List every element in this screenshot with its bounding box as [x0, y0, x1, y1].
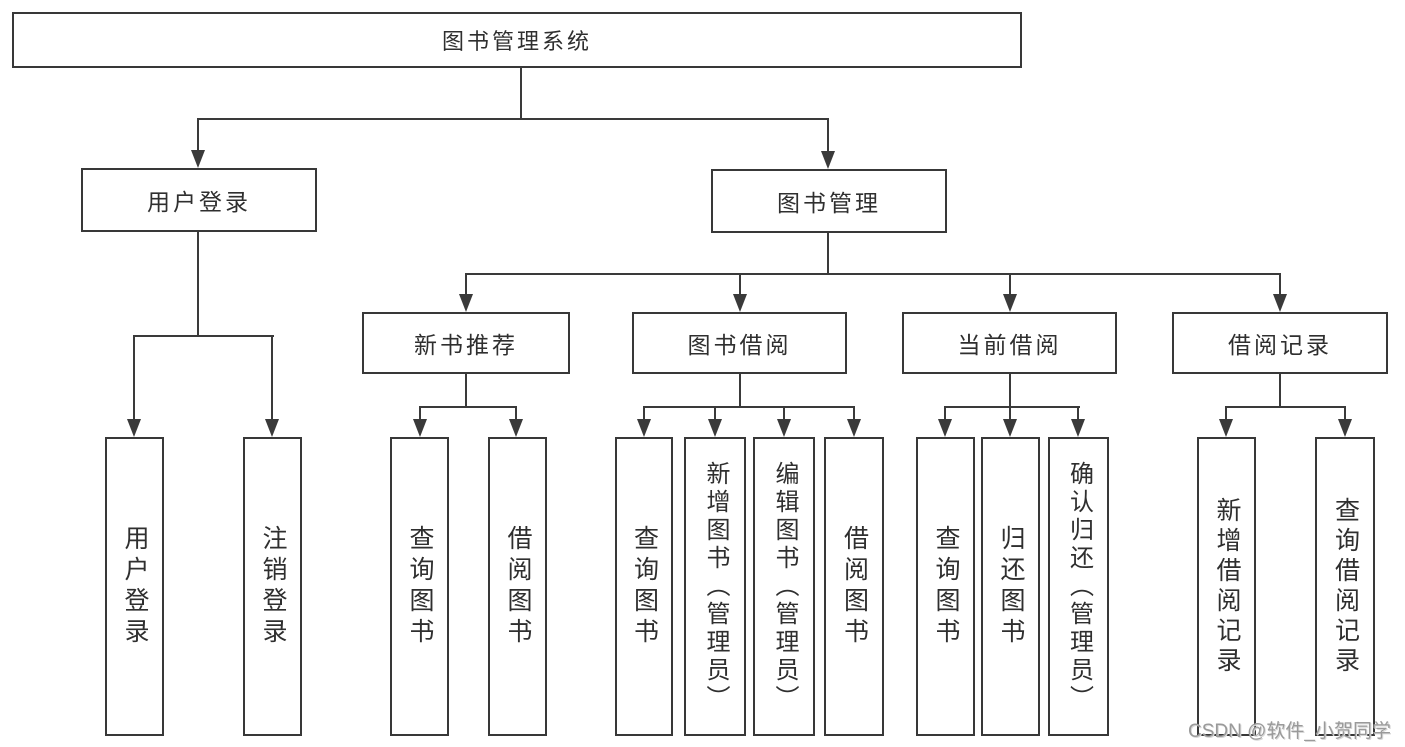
connector	[133, 335, 135, 423]
node-label: 查询图书	[406, 524, 434, 649]
node-book-management: 图书管理	[711, 169, 947, 233]
arrowhead-down-icon	[1071, 419, 1085, 437]
connector	[853, 406, 855, 423]
connector	[1009, 273, 1011, 298]
node-label: 图书管理系统	[441, 29, 592, 54]
leaf-return-books: 归还图书	[981, 437, 1040, 736]
node-label: 编辑图书（管理员）	[771, 460, 798, 713]
node-label: 注销登录	[259, 524, 287, 649]
node-book-borrow: 图书借阅	[632, 312, 847, 374]
arrowhead-down-icon	[265, 419, 279, 437]
leaf-add-books-admin: 新增图书（管理员）	[684, 437, 746, 736]
connector	[827, 118, 829, 155]
node-new-book-recommend: 新书推荐	[362, 312, 570, 374]
node-label: 查询借阅记录	[1331, 496, 1360, 677]
node-user-login: 用户登录	[81, 168, 317, 232]
leaf-borrow-books-recommend: 借阅图书	[488, 437, 547, 736]
arrowhead-down-icon	[777, 419, 791, 437]
arrowhead-down-icon	[1219, 419, 1233, 437]
leaf-query-borrow-record: 查询借阅记录	[1315, 437, 1375, 736]
connector	[197, 118, 199, 154]
node-label: 归还图书	[997, 524, 1025, 649]
connector	[739, 374, 741, 408]
connector	[465, 374, 467, 408]
leaf-borrow-books: 借阅图书	[824, 437, 884, 736]
node-label: 确认归还（管理员）	[1065, 460, 1093, 713]
arrowhead-down-icon	[733, 294, 747, 312]
node-label: 借阅图书	[840, 524, 869, 649]
arrowhead-down-icon	[847, 419, 861, 437]
leaf-query-books-current: 查询图书	[916, 437, 975, 736]
node-label: 新书推荐	[414, 332, 518, 358]
arrowhead-down-icon	[127, 419, 141, 437]
connector	[520, 67, 522, 120]
connector	[739, 273, 741, 298]
connector	[465, 273, 467, 298]
node-label: 新增图书（管理员）	[702, 460, 729, 713]
node-borrow-records: 借阅记录	[1172, 312, 1388, 374]
leaf-add-borrow-record: 新增借阅记录	[1197, 437, 1256, 736]
csdn-watermark: CSDN @软件_小贺同学	[1188, 721, 1391, 742]
connector	[197, 118, 829, 120]
leaf-logout: 注销登录	[243, 437, 302, 736]
arrowhead-down-icon	[708, 419, 722, 437]
connector	[1225, 406, 1227, 423]
arrowhead-down-icon	[413, 419, 427, 437]
connector	[1077, 406, 1079, 423]
leaf-user-login: 用户登录	[105, 437, 164, 736]
connector	[1009, 374, 1011, 408]
leaf-query-books-recommend: 查询图书	[390, 437, 449, 736]
connector	[1344, 406, 1346, 423]
connector	[197, 232, 199, 337]
arrowhead-down-icon	[1338, 419, 1352, 437]
connector	[1225, 406, 1346, 408]
arrowhead-down-icon	[1003, 419, 1017, 437]
node-label: 新增借阅记录	[1213, 496, 1241, 677]
arrowhead-down-icon	[191, 150, 205, 168]
connector	[1009, 406, 1011, 423]
connector	[643, 406, 645, 423]
connector	[419, 406, 421, 423]
arrowhead-down-icon	[1273, 294, 1287, 312]
node-label: 查询图书	[630, 524, 659, 649]
node-label: 用户登录	[147, 189, 251, 215]
connector	[643, 406, 855, 408]
node-label: 当前借阅	[957, 332, 1062, 358]
leaf-query-books-borrow: 查询图书	[615, 437, 673, 736]
connector	[133, 335, 274, 337]
node-label: 借阅记录	[1228, 332, 1332, 358]
arrowhead-down-icon	[1003, 294, 1017, 312]
arrowhead-down-icon	[637, 419, 651, 437]
connector	[1279, 273, 1281, 298]
connector	[271, 335, 273, 423]
connector	[944, 406, 946, 423]
node-library-management-system: 图书管理系统	[12, 12, 1022, 68]
connector	[1279, 374, 1281, 408]
node-label: 图书借阅	[687, 332, 792, 358]
leaf-confirm-return-admin: 确认归还（管理员）	[1048, 437, 1109, 736]
connector	[419, 406, 517, 408]
node-label: 用户登录	[121, 524, 149, 649]
connector	[515, 406, 517, 423]
connector	[783, 406, 785, 423]
arrowhead-down-icon	[459, 294, 473, 312]
leaf-edit-books-admin: 编辑图书（管理员）	[753, 437, 815, 736]
arrowhead-down-icon	[938, 419, 952, 437]
node-label: 借阅图书	[504, 524, 532, 649]
connector	[944, 406, 1080, 408]
node-label: 查询图书	[932, 524, 960, 649]
connector	[465, 273, 1281, 275]
node-label: 图书管理	[777, 190, 881, 216]
connector	[714, 406, 716, 423]
node-current-borrow: 当前借阅	[902, 312, 1117, 374]
arrowhead-down-icon	[509, 419, 523, 437]
arrowhead-down-icon	[821, 151, 835, 169]
connector	[827, 233, 829, 275]
